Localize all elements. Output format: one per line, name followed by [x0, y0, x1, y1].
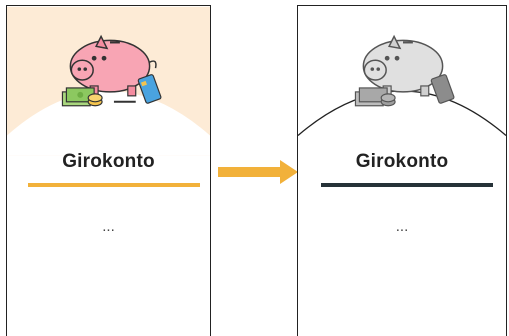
card-placeholder-text: ...: [102, 218, 115, 235]
card-title-underline: [28, 183, 200, 187]
card-placeholder-text: ...: [395, 218, 409, 235]
card-illustration-colored: [7, 6, 210, 156]
coins-icon: [87, 93, 103, 107]
bank-card-icon: [137, 74, 162, 104]
piggy-bank-icon: [362, 34, 444, 97]
card-title: Girokonto: [355, 151, 449, 172]
banknotes-icon: [354, 87, 388, 107]
card-title: Girokonto: [62, 151, 155, 172]
card-title-underline: [321, 183, 493, 187]
banknotes-icon: [61, 87, 95, 107]
account-card-grayscale[interactable]: Girokonto ...: [297, 5, 507, 336]
account-card-colored[interactable]: Girokonto ...: [6, 5, 211, 336]
piggy-bank-icon: [69, 34, 157, 97]
card-illustration-grayscale: [298, 6, 506, 156]
arrow-right-icon: [218, 160, 298, 184]
coins-icon: [380, 93, 396, 107]
bank-card-icon: [430, 74, 455, 104]
